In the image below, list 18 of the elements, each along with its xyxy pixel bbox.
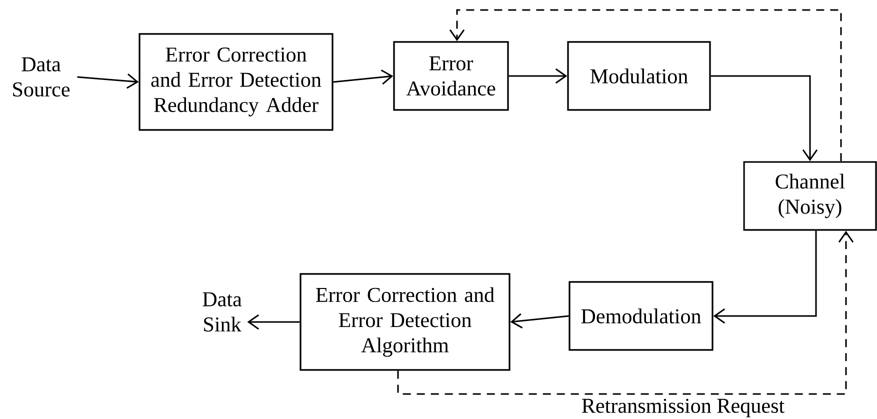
dashed-arrow bbox=[397, 230, 854, 395]
arrow bbox=[508, 68, 568, 84]
arrow bbox=[713, 230, 817, 324]
dashed-arrow bbox=[449, 9, 842, 162]
arrow bbox=[247, 314, 300, 330]
process-box: Channel (Noisy) bbox=[743, 161, 877, 231]
terminal-label: Data Sink bbox=[202, 292, 242, 332]
arrow bbox=[77, 74, 139, 89]
edge-label: Retransmission Request bbox=[580, 398, 786, 418]
process-box: Error Avoidance bbox=[393, 41, 509, 111]
process-box: Error Correction and Error Detection Redundancy Adder bbox=[138, 33, 334, 131]
process-box: Error Correction and Error Detection Algorithm bbox=[300, 273, 510, 371]
process-box: Demodulation bbox=[568, 281, 714, 351]
process-box: Modulation bbox=[567, 41, 711, 111]
arrow bbox=[710, 75, 818, 162]
arrow bbox=[333, 69, 394, 85]
arrow bbox=[510, 313, 569, 328]
terminal-label: Data Source bbox=[13, 57, 70, 97]
